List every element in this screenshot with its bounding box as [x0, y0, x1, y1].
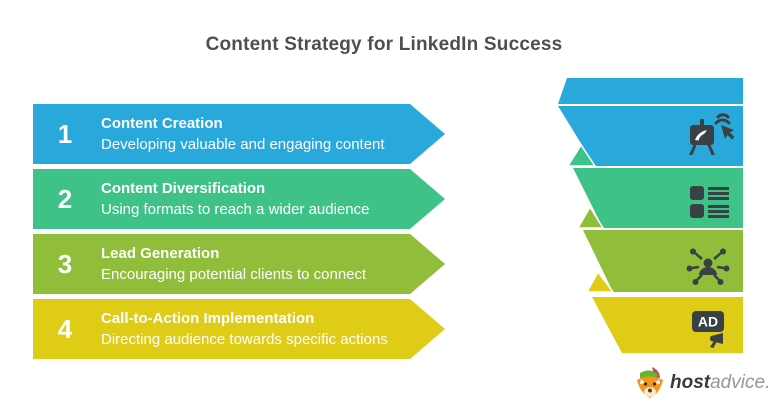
- ad-megaphone-icon: AD: [692, 311, 724, 348]
- ribbon-fold-3: [576, 205, 605, 229]
- ribbon-graphic: AD: [558, 78, 743, 353]
- easel-cursor-icon: [689, 113, 735, 155]
- step-banner-4: 4 Call-to-Action Implementation Directin…: [33, 299, 445, 359]
- logo-text-light: advice.: [710, 372, 768, 393]
- step-number: 1: [57, 119, 73, 149]
- ribbon-band-1: [558, 106, 743, 166]
- step-number: 3: [57, 249, 73, 279]
- step-title: Content Diversification: [101, 180, 266, 197]
- step-title: Call-to-Action Implementation: [101, 310, 315, 327]
- svg-text:AD: AD: [698, 314, 718, 330]
- ribbon-band-3: [583, 230, 743, 292]
- logo-text-bold: host: [670, 372, 711, 393]
- step-description: Encouraging potential clients to connect: [101, 266, 367, 283]
- step-description: Developing valuable and engaging content: [101, 136, 385, 153]
- step-text: Content Diversification Using formats to…: [101, 181, 369, 217]
- step-text: Lead Generation Encouraging potential cl…: [101, 246, 366, 282]
- network-connections-icon: [686, 248, 730, 285]
- step-banner-3: 3 Lead Generation Encouraging potential …: [33, 234, 445, 294]
- step-description: Directing audience towards specific acti…: [101, 331, 388, 348]
- step-banner-1: 1 Content Creation Developing valuable a…: [33, 104, 445, 164]
- step-text: Call-to-Action Implementation Directing …: [101, 311, 388, 347]
- step-text: Content Creation Developing valuable and…: [101, 116, 385, 152]
- ribbon-fold-top: [558, 78, 743, 104]
- ribbon-fold-4: [585, 270, 615, 293]
- page-title: Content Strategy for LinkedIn Success: [205, 34, 563, 55]
- hostadvice-mascot-icon: [637, 367, 663, 398]
- content-formats-icon: [690, 186, 729, 218]
- step-number: 2: [57, 184, 73, 214]
- ribbon-fold-2: [566, 143, 597, 167]
- step-title: Content Creation: [101, 115, 223, 132]
- step-number: 4: [57, 314, 73, 344]
- step-title: Lead Generation: [101, 245, 220, 262]
- step-description: Using formats to reach a wider audience: [101, 201, 370, 218]
- step-banner-2: 2 Content Diversification Using formats …: [33, 169, 445, 229]
